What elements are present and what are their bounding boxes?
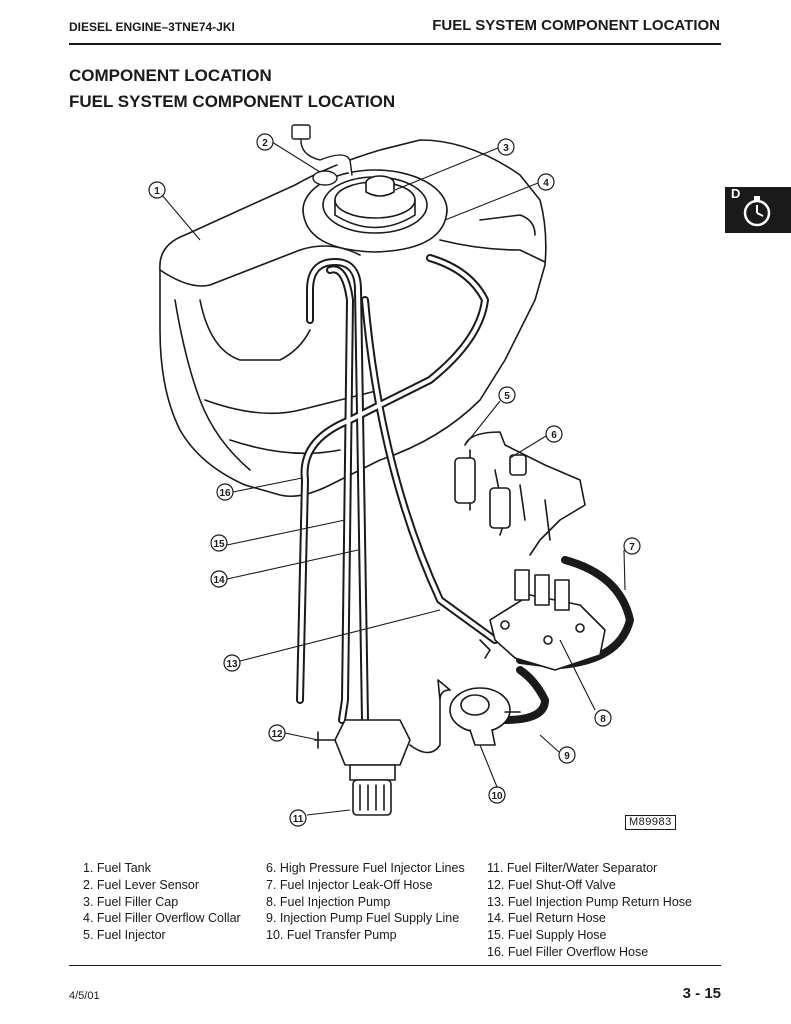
header-section-title: DIESEL ENGINE–3TNE74-JKI — [69, 20, 235, 34]
callout-3 — [497, 138, 515, 156]
callout-13 — [223, 654, 241, 672]
legend-item: 4. Fuel Filler Overflow Collar — [83, 911, 241, 926]
callout-label-3: 3 — [503, 143, 509, 154]
legend-item: 11. Fuel Filter/Water Separator — [487, 861, 658, 875]
callout-2 — [256, 133, 274, 151]
legend-item: 14. Fuel Return Hose — [487, 911, 606, 926]
header-page-title: FUEL SYSTEM COMPONENT LOCATION — [432, 17, 720, 34]
footer-rule — [69, 965, 721, 966]
page-subtitle: FUEL SYSTEM COMPONENT LOCATION — [69, 92, 396, 111]
callout-16 — [216, 483, 234, 501]
callout-7 — [623, 537, 641, 555]
filter-separator-illustration — [314, 689, 451, 816]
callout-label-4: 4 — [543, 178, 549, 189]
legend-item: 10. Fuel Transfer Pump — [266, 928, 397, 943]
legend-item: 2. Fuel Lever Sensor — [83, 877, 200, 892]
legend-item: 5. Fuel Injector — [83, 928, 166, 943]
legend-item: 15. Fuel Supply Hose — [487, 928, 607, 943]
page-number: 3 - 15 — [682, 985, 721, 1002]
level-sensor-illustration — [291, 124, 353, 186]
filler-cap-illustration — [334, 175, 416, 229]
callout-4 — [537, 173, 555, 191]
legend-item: 6. High Pressure Fuel Injector Lines — [266, 861, 465, 875]
header-rule — [69, 43, 721, 45]
callout-label-5: 5 — [504, 391, 510, 402]
figure-reference: M89983 — [625, 815, 676, 830]
legend-column-2: 6. High Pressure Fuel Injector Lines 7. … — [266, 860, 465, 944]
section-tab-letter: D — [731, 186, 741, 201]
callout-label-9: 9 — [564, 751, 570, 762]
callout-label-7: 7 — [629, 542, 635, 553]
callout-6 — [545, 425, 563, 443]
callout-label-2: 2 — [262, 138, 268, 149]
callout-8 — [594, 709, 612, 727]
callout-label-1: 1 — [154, 186, 160, 197]
legend-item: 13. Fuel Injection Pump Return Hose — [487, 894, 692, 909]
callout-label-13: 13 — [226, 659, 238, 670]
stopwatch-icon — [743, 196, 771, 227]
callout-label-12: 12 — [271, 729, 283, 740]
legend-item: 7. Fuel Injector Leak-Off Hose — [266, 877, 433, 892]
callout-9 — [558, 746, 576, 764]
legend-item: 12. Fuel Shut-Off Valve — [487, 877, 616, 892]
footer-date: 4/5/01 — [69, 990, 100, 1002]
callout-label-6: 6 — [551, 430, 557, 441]
callout-12 — [268, 724, 286, 742]
legend-column-1: 1. Fuel Tank 2. Fuel Lever Sensor 3. Fue… — [83, 860, 241, 944]
callout-1 — [148, 181, 166, 199]
callout-11 — [289, 809, 307, 827]
callout-10 — [488, 786, 506, 804]
injector-lines-illustration — [454, 431, 586, 556]
callout-label-10: 10 — [491, 791, 503, 802]
callout-label-15: 15 — [213, 539, 225, 550]
legend-item: 9. Injection Pump Fuel Supply Line — [266, 911, 460, 926]
transfer-pump-illustration — [437, 679, 521, 746]
legend-column-3: 11. Fuel Filter/Water Separator 12. Fuel… — [487, 860, 692, 961]
callout-15 — [210, 534, 228, 552]
legend-item: 16. Fuel Filler Overflow Hose — [487, 944, 649, 959]
legend-item: 3. Fuel Filler Cap — [83, 894, 179, 909]
pump-supply-line-9 — [501, 666, 549, 724]
callout-label-8: 8 — [600, 714, 606, 725]
legend-item: 1. Fuel Tank — [83, 861, 151, 875]
page-title: COMPONENT LOCATION — [69, 66, 272, 85]
legend-item: 8. Fuel Injection Pump — [266, 894, 391, 909]
callout-5 — [498, 386, 516, 404]
callout-label-11: 11 — [293, 814, 304, 825]
injection-pump-illustration — [479, 569, 606, 671]
callout-14 — [210, 570, 228, 588]
callout-label-16: 16 — [219, 488, 231, 499]
callout-label-14: 14 — [213, 575, 225, 586]
